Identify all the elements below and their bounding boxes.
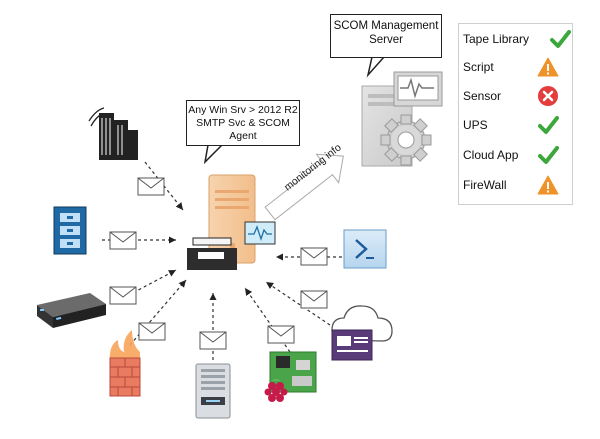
office-building-icon <box>88 107 138 160</box>
status-label: Sensor <box>463 89 502 103</box>
inbox-tray-icon <box>187 237 237 270</box>
relay-callout-line-3: Agent <box>229 130 257 142</box>
status-label: UPS <box>463 118 488 132</box>
relay-server-callout: Any Win Srv > 2012 R2 SMTP Svc & SCOM Ag… <box>186 100 300 146</box>
scom-title-line-1: SCOM Management <box>333 20 439 32</box>
raspberry-pi-icon <box>264 351 317 402</box>
rack-server-icon <box>37 293 106 328</box>
check-icon <box>538 116 559 134</box>
envelope-icon <box>138 322 166 341</box>
relay-server <box>187 174 276 270</box>
status-label: FireWall <box>463 178 507 192</box>
status-row-ups: UPS <box>459 114 572 138</box>
scom-title-line-2: Server <box>369 34 403 46</box>
cloud-app-icon <box>331 305 393 361</box>
envelope-icon <box>109 231 137 250</box>
arrow-cloud <box>265 281 331 326</box>
status-label: Tape Library <box>463 32 530 46</box>
monitor-badge-icon <box>244 221 276 245</box>
error-icon <box>538 86 558 106</box>
firewall-icon <box>109 330 141 397</box>
status-row-script: Script <box>459 56 572 80</box>
warning-icon <box>537 57 559 77</box>
relay-callout-line-1: Any Win Srv > 2012 R2 <box>188 104 298 116</box>
envelope-icon <box>137 177 165 196</box>
relay-callout-line-2: SMTP Svc & SCOM <box>196 117 290 129</box>
envelope-icon <box>199 331 227 350</box>
scom-server-icon <box>361 71 443 167</box>
envelope-icon <box>300 290 328 309</box>
scom-server-callout: SCOM Management Server <box>330 14 442 58</box>
monitoring-arrow <box>264 153 344 221</box>
status-row-tape-library: Tape Library <box>459 28 572 52</box>
status-label: Cloud App <box>463 148 519 162</box>
envelope-icon <box>109 286 137 305</box>
status-panel: Tape Library Script Sensor UPS Cloud App… <box>458 23 573 205</box>
tape-library-icon <box>53 206 87 255</box>
check-icon <box>538 146 559 164</box>
gear-icon <box>380 114 432 166</box>
status-row-cloud-app: Cloud App <box>459 144 572 168</box>
envelope-icon <box>267 325 295 344</box>
storage-server-icon <box>195 363 231 419</box>
envelope-icon <box>300 247 328 266</box>
envelopes <box>109 177 328 350</box>
status-label: Script <box>463 60 494 74</box>
powershell-script-icon <box>343 229 387 269</box>
status-row-firewall: FireWall <box>459 174 572 198</box>
status-row-sensor: Sensor <box>459 85 572 109</box>
warning-icon <box>537 175 559 195</box>
check-icon <box>550 30 571 48</box>
